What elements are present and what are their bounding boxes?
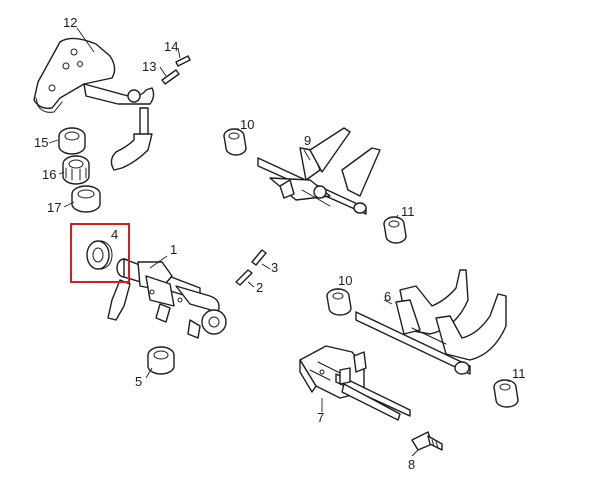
part-12-lever-bracket[interactable] [33, 37, 155, 171]
callout-7[interactable]: 7 [317, 410, 324, 425]
callout-3[interactable]: 3 [271, 260, 278, 275]
callout-15[interactable]: 15 [34, 135, 48, 150]
part-13-pin[interactable] [161, 69, 180, 85]
part-6-shift-fork-assembly[interactable] [355, 269, 507, 375]
callout-12[interactable]: 12 [63, 15, 77, 30]
callout-4[interactable]: 4 [111, 227, 118, 242]
part-11-bushing-lower[interactable] [493, 379, 519, 408]
part-1-shift-shaft-assembly[interactable] [107, 258, 227, 339]
part-11-bushing-upper[interactable] [383, 216, 407, 244]
callout-17[interactable]: 17 [47, 200, 61, 215]
callout-labels: 12 14 13 15 16 17 10 9 11 4 1 3 2 10 6 5… [34, 15, 526, 472]
callout-9[interactable]: 9 [304, 133, 311, 148]
part-2-pin[interactable] [235, 269, 253, 286]
callout-5[interactable]: 5 [135, 374, 142, 389]
leader-lines [48, 27, 511, 457]
part-5-bushing[interactable] [147, 346, 175, 375]
highlight-box-part-4 [70, 223, 130, 283]
part-15-bushing[interactable] [58, 127, 86, 155]
part-10-bushing-lower[interactable] [326, 288, 352, 316]
callout-14[interactable]: 14 [164, 39, 178, 54]
part-14-pin[interactable] [175, 55, 191, 67]
callout-11-upper[interactable]: 11 [401, 204, 415, 219]
part-4-washer[interactable] [86, 240, 113, 270]
part-10-bushing-upper[interactable] [223, 128, 247, 156]
callout-16[interactable]: 16 [42, 167, 56, 182]
part-7-gate-plate[interactable] [299, 345, 411, 421]
callout-8[interactable]: 8 [408, 457, 415, 472]
callout-1[interactable]: 1 [170, 242, 177, 257]
callout-11-lower[interactable]: 11 [512, 366, 526, 381]
callout-10-lower[interactable]: 10 [338, 273, 352, 288]
part-16-bearing[interactable] [62, 155, 90, 185]
callout-2[interactable]: 2 [256, 280, 263, 295]
part-17-bushing[interactable] [71, 185, 101, 213]
callout-13[interactable]: 13 [142, 59, 156, 74]
callout-10-upper[interactable]: 10 [240, 117, 254, 132]
part-8-bolt[interactable] [411, 431, 443, 451]
part-3-pin[interactable] [251, 249, 267, 266]
callout-6[interactable]: 6 [384, 289, 391, 304]
part-9-shift-fork-assembly[interactable] [257, 127, 381, 215]
